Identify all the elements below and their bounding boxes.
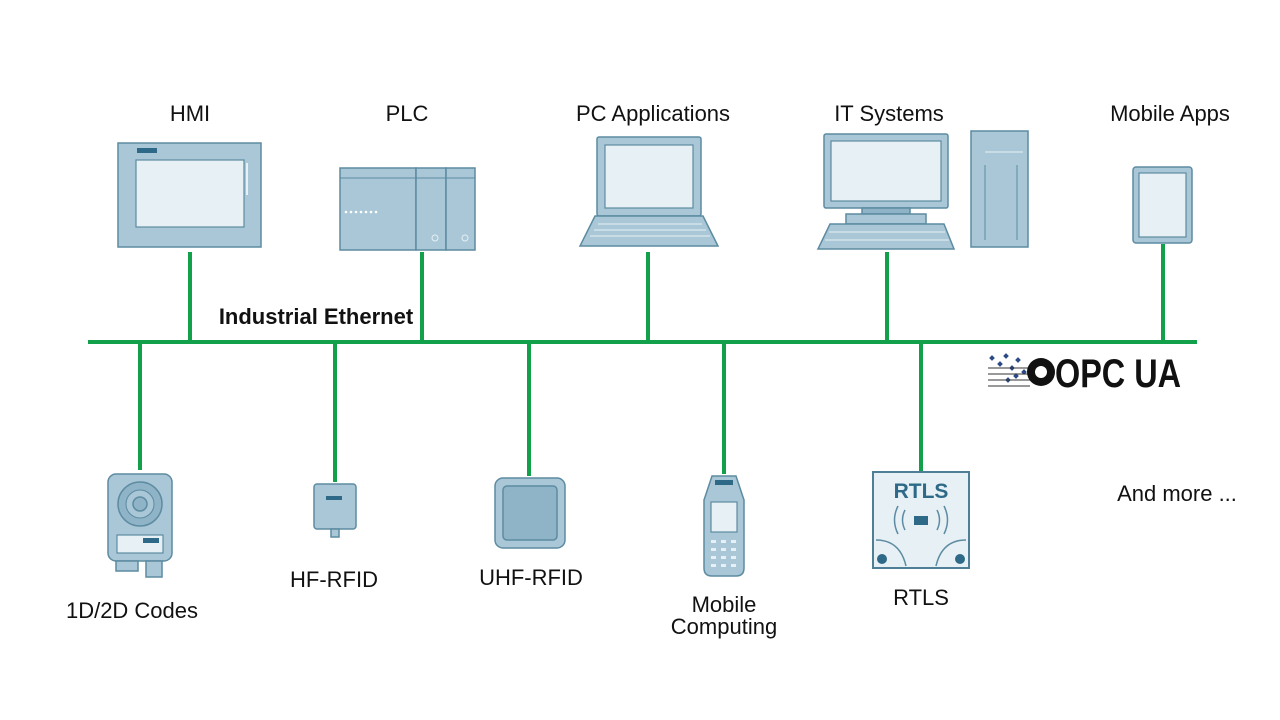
and-more-label: And more ... (1117, 481, 1237, 506)
opc-ua-logo-text: OPC UA (1055, 352, 1181, 396)
it-label: IT Systems (834, 101, 944, 126)
plc-label: PLC (386, 101, 429, 126)
mobile-label: Mobile Apps (1110, 101, 1230, 126)
pc-label: PC Applications (576, 101, 730, 126)
mc-label-line1: Mobile (692, 592, 757, 617)
network-lines (88, 244, 1197, 482)
handheld-terminal-icon (703, 475, 745, 577)
uhf-label: UHF-RFID (479, 565, 583, 590)
code-reader-camera-icon (107, 473, 173, 578)
hf-label: HF-RFID (290, 567, 378, 592)
rtls-device-text: RTLS (894, 480, 949, 503)
codes-label: 1D/2D Codes (66, 598, 198, 623)
hf-rfid-reader-icon (313, 483, 357, 538)
rtls-label: RTLS (893, 585, 949, 610)
opc-ua-logo-icon: OPC UA (988, 352, 1181, 396)
laptop-icon (578, 136, 720, 247)
tablet-icon (1132, 166, 1193, 244)
hmi-panel-icon (117, 142, 262, 248)
hmi-label: HMI (170, 101, 210, 126)
plc-controller-icon (339, 167, 476, 251)
mc-label-line2: Computing (671, 614, 777, 639)
bus-label: Industrial Ethernet (219, 304, 414, 329)
uhf-rfid-antenna-icon (494, 477, 566, 549)
desktop-server-icon (816, 130, 1029, 250)
rtls-device-icon: RTLS (872, 471, 970, 569)
